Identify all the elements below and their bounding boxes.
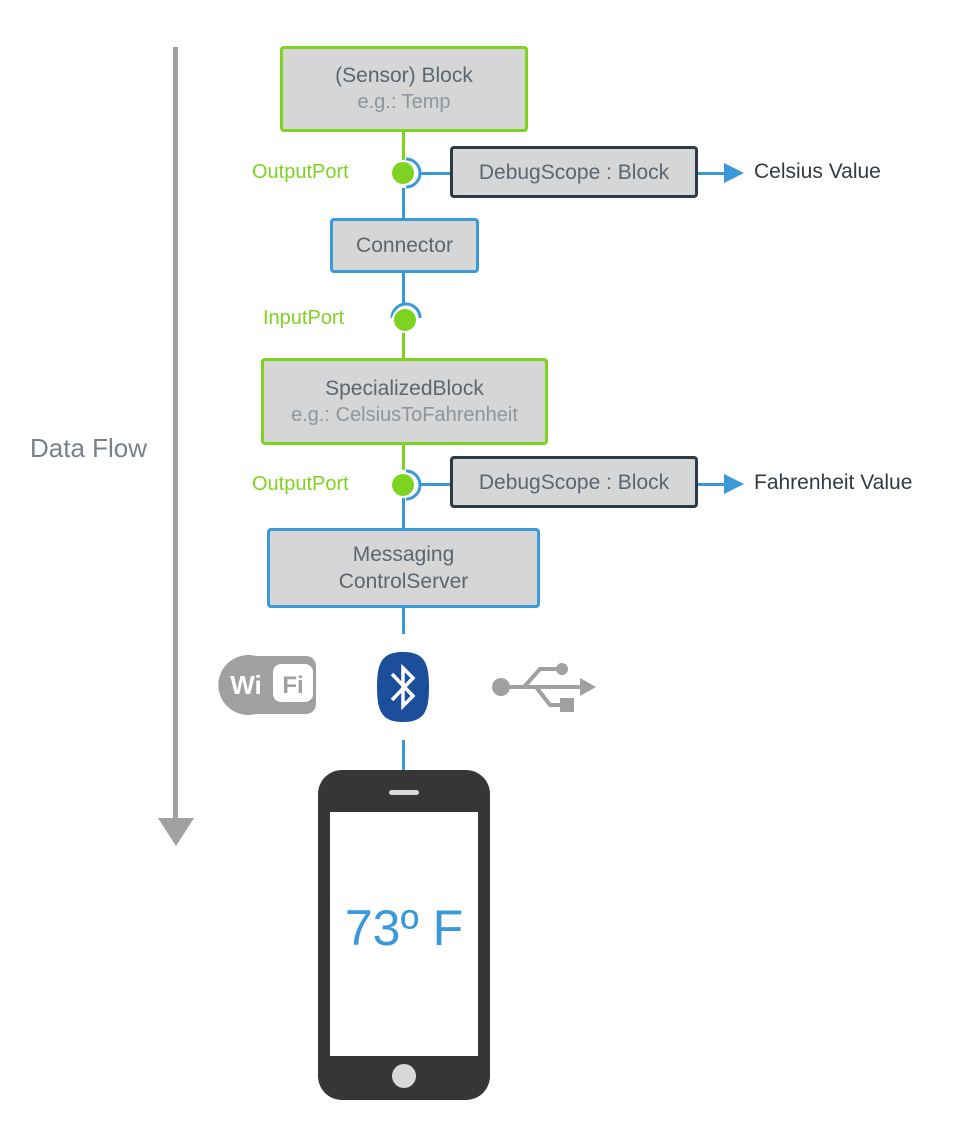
celsius-arrow-head <box>724 163 744 183</box>
sensor-block[interactable]: (Sensor) Block e.g.: Temp <box>280 46 528 132</box>
debug-scope-2-label: DebugScope : Block <box>478 470 670 494</box>
phone-temperature-display: 73º F <box>344 900 464 956</box>
pipe-port1-to-connector <box>402 188 405 220</box>
fahrenheit-arrow-head <box>724 474 744 494</box>
connector-block[interactable]: Connector <box>330 218 479 273</box>
celsius-arrow-line <box>698 172 728 175</box>
debug-scope-1-block[interactable]: DebugScope : Block <box>450 146 698 198</box>
phone-speaker <box>389 790 419 795</box>
output-port-2-label: OutputPort <box>252 473 349 495</box>
pipe-sensor-to-port1 <box>402 130 405 160</box>
connector-label: Connector <box>356 234 453 257</box>
input-port-label: InputPort <box>263 307 345 329</box>
debug-1-connector-line <box>420 172 452 175</box>
sensor-block-title: (Sensor) Block <box>335 64 473 87</box>
fahrenheit-arrow-line <box>698 483 728 486</box>
bluetooth-icon <box>377 652 429 722</box>
messaging-line-1: Messaging <box>352 543 455 566</box>
fahrenheit-value-label: Fahrenheit Value <box>754 471 913 494</box>
usb-icon <box>492 663 596 712</box>
pipe-specialized-to-port2 <box>402 443 405 470</box>
pipe-port2-to-messaging <box>402 498 405 530</box>
specialized-block-subtitle: e.g.: CelsiusToFahrenheit <box>291 403 518 426</box>
data-flow-arrow-shaft <box>173 47 178 822</box>
specialized-block-title: SpecializedBlock <box>325 376 484 400</box>
wifi-text-right: Fi <box>282 672 303 699</box>
sensor-block-subtitle: e.g.: Temp <box>357 91 451 113</box>
pipe-transport-to-phone <box>402 740 405 770</box>
celsius-value-label: Celsius Value <box>754 160 881 183</box>
phone-device: 73º F <box>318 770 490 1100</box>
output-port-1-icon[interactable] <box>386 156 426 190</box>
wifi-icon: Wi Fi <box>218 655 316 715</box>
debug-scope-2-block[interactable]: DebugScope : Block <box>450 456 698 508</box>
phone-home-button[interactable] <box>392 1064 416 1088</box>
debug-scope-1-label: DebugScope : Block <box>478 160 670 184</box>
output-port-1-label: OutputPort <box>252 161 349 183</box>
wifi-text-left: Wi <box>230 670 262 700</box>
pipe-connector-to-inputport <box>402 271 405 303</box>
phone-screen: 73º F <box>330 812 478 1056</box>
output-port-2-icon[interactable] <box>386 468 426 502</box>
pipe-messaging-to-transport <box>402 606 405 634</box>
messaging-control-server-block[interactable]: Messaging ControlServer <box>267 528 540 608</box>
data-flow-arrow-head <box>158 818 194 846</box>
debug-2-connector-line <box>420 483 452 486</box>
messaging-line-2: ControlServer <box>338 570 469 593</box>
specialized-block[interactable]: SpecializedBlock e.g.: CelsiusToFahrenhe… <box>261 358 548 445</box>
input-port-icon[interactable] <box>384 301 426 335</box>
pipe-inputport-to-specialized <box>402 331 405 360</box>
data-flow-label: Data Flow <box>30 433 148 463</box>
